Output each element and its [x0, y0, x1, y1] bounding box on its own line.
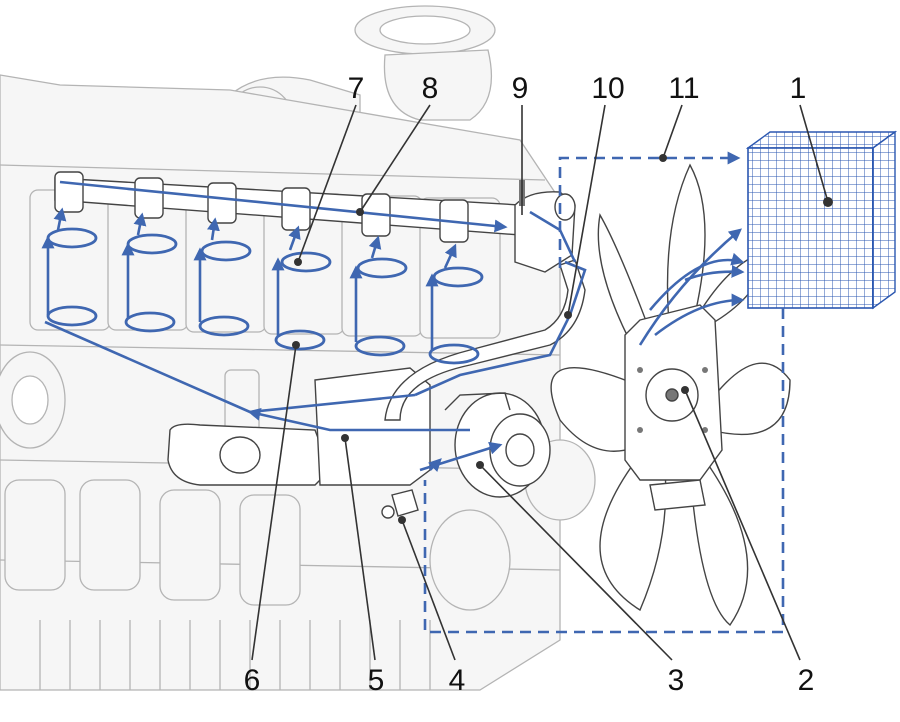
coolant-flow-arrows	[41, 180, 745, 472]
callout-11: 11	[668, 72, 699, 105]
callout-4: 4	[449, 664, 466, 697]
callout-10: 10	[591, 72, 624, 105]
callout-9: 9	[512, 72, 529, 105]
callout-7: 7	[348, 72, 365, 105]
swirl-upper	[126, 233, 178, 255]
swirl-lower	[274, 329, 326, 351]
swirl-upper	[46, 227, 98, 249]
fan-blade	[709, 362, 791, 436]
swirl-lower	[46, 305, 98, 327]
swirl-lower	[198, 315, 250, 337]
swirl-lower	[428, 343, 480, 365]
swirl-lower	[124, 311, 176, 333]
leader-lines	[251, 104, 829, 661]
callout-3: 3	[668, 664, 685, 697]
radiator	[745, 130, 898, 310]
drain-valve	[391, 489, 419, 517]
cooling-fan	[550, 163, 791, 627]
swirl-lower	[354, 335, 406, 357]
callout-8: 8	[422, 72, 439, 105]
swirl-upper	[432, 266, 484, 288]
callout-1: 1	[790, 72, 807, 105]
callout-6: 6	[244, 664, 261, 697]
callout-labels: 1 2 3 4 5 6 7 8 9 10 11	[244, 72, 815, 697]
callout-2: 2	[798, 664, 815, 697]
swirl-upper	[280, 251, 332, 273]
swirl-upper	[356, 257, 408, 279]
cylinder-swirls	[46, 227, 484, 365]
leader-dots	[292, 154, 833, 524]
exhaust-elbow	[383, 49, 493, 121]
swirl-upper	[200, 240, 252, 262]
callout-5: 5	[368, 664, 385, 697]
